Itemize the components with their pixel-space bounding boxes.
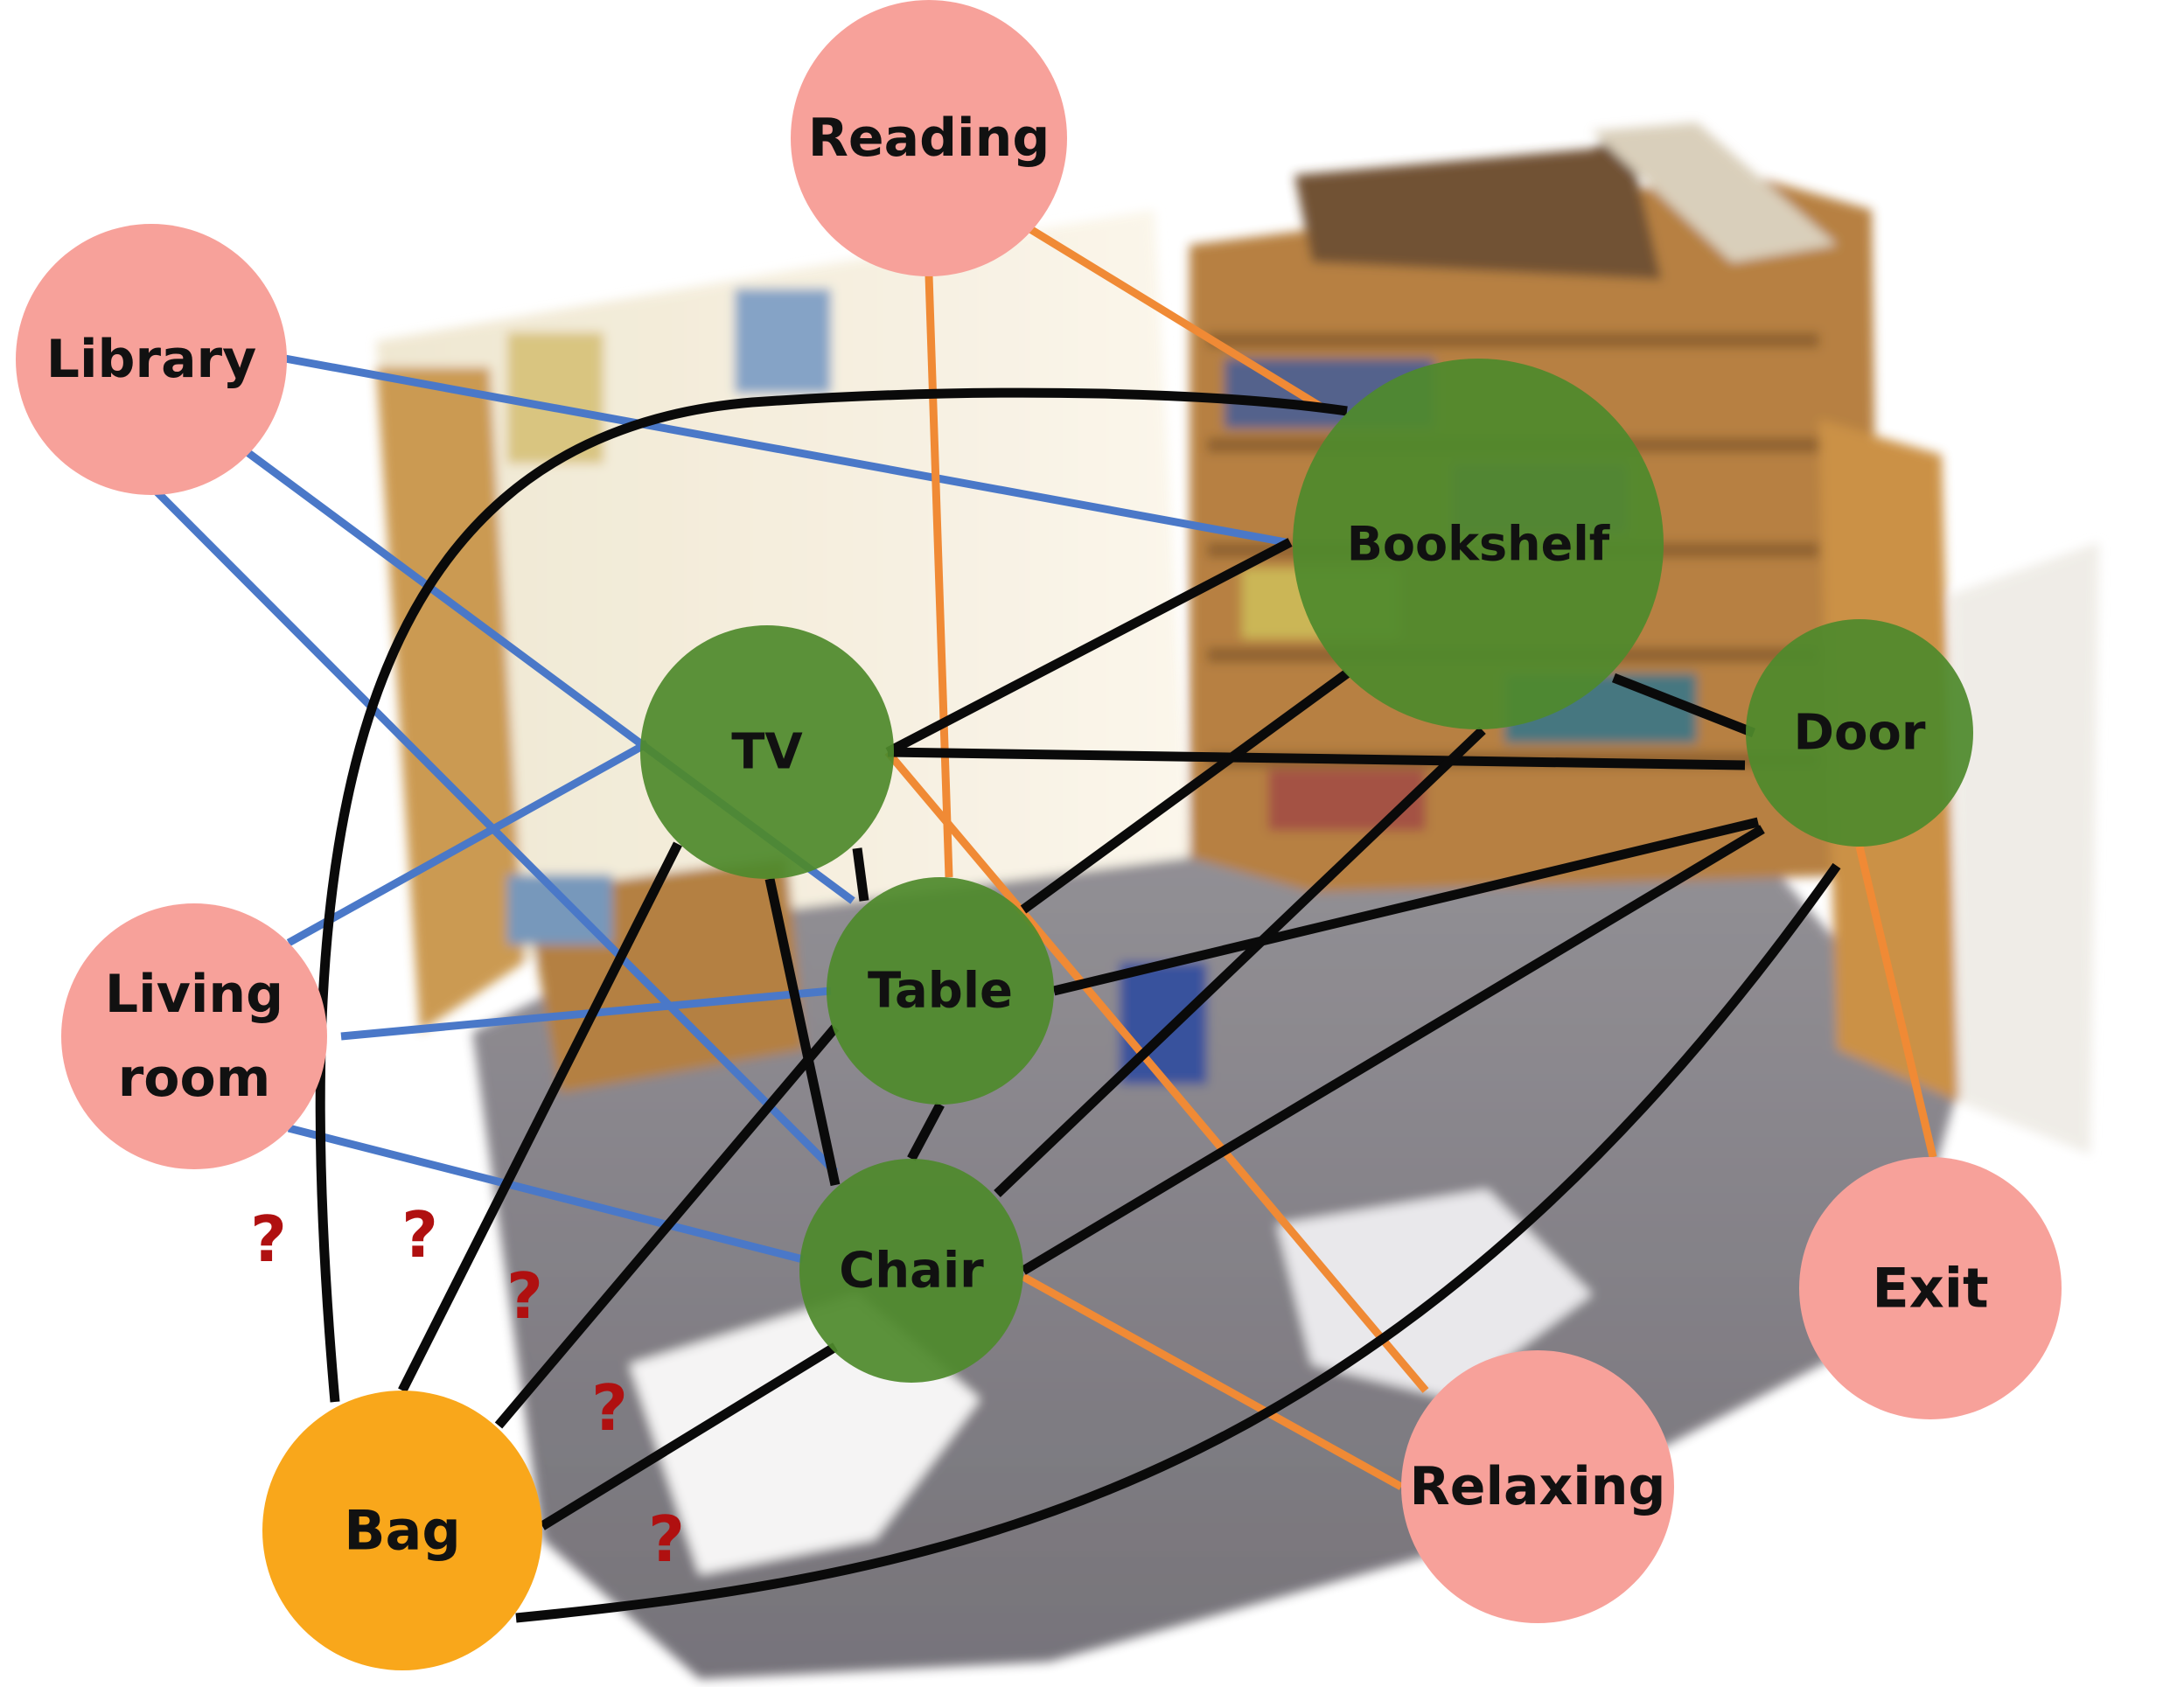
question-mark: ? (506, 1259, 543, 1333)
edge-living-table (340, 986, 832, 1041)
edge-bookshelf-chair (994, 727, 1486, 1197)
edge-tv-chair (764, 877, 841, 1187)
node-tv: TV (640, 625, 894, 879)
edge-reading-bookshelf (1028, 226, 1323, 410)
edge-door-table (1052, 817, 1760, 996)
node-circle-table (827, 877, 1054, 1105)
edge-bookshelf-door (1611, 673, 1756, 738)
node-label-bag: Bag (344, 1499, 460, 1563)
node-circle-bookshelf (1293, 359, 1664, 729)
node-table: Table (827, 877, 1054, 1105)
edge-relaxing-tv (884, 749, 1429, 1393)
edge-living-chair (287, 1124, 805, 1264)
edge-tv-bookshelf (885, 538, 1293, 756)
question-marks-layer: ????? (250, 1198, 685, 1576)
edges-layer (147, 226, 1937, 1623)
node-circle-door (1746, 619, 1973, 847)
node-bag: Bag (262, 1391, 542, 1670)
node-circle-relaxing (1401, 1350, 1674, 1623)
edge-table-chair (907, 1102, 945, 1161)
node-label-bookshelf: Bookshelf (1347, 517, 1610, 572)
node-label-exit: Exit (1872, 1257, 1988, 1321)
node-library: Library (16, 224, 287, 495)
edge-relaxing-chair (1021, 1273, 1404, 1490)
left-shelf (376, 367, 525, 1032)
edge-bag-door (515, 862, 1841, 1623)
node-circle-bag (262, 1391, 542, 1670)
floor-patch (1277, 1189, 1592, 1399)
node-door: Door (1746, 619, 1973, 847)
question-mark: ? (648, 1502, 685, 1576)
node-circle-reading (791, 0, 1067, 276)
node-label-door: Door (1793, 705, 1925, 762)
edge-exit-door (1855, 845, 1937, 1159)
question-mark: ? (591, 1371, 628, 1445)
poster (735, 289, 831, 394)
node-label-table: Table (868, 963, 1013, 1020)
node-circle-chair (799, 1159, 1023, 1383)
node-circle-library (16, 224, 287, 495)
ceiling-edge (1294, 131, 1662, 280)
edge-library-bookshelf (284, 354, 1287, 547)
ceiling-edge (1592, 122, 1837, 262)
right-wall (1950, 542, 2099, 1154)
edge-reading-table (925, 275, 953, 878)
edge-bag-bookshelf (315, 387, 1348, 1403)
node-label-reading: Reading (808, 108, 1050, 169)
node-bookshelf: Bookshelf (1293, 359, 1664, 729)
edge-door-chair (1021, 825, 1765, 1275)
node-label-relaxing: Relaxing (1410, 1456, 1666, 1517)
edge-bag-table (494, 1024, 840, 1429)
node-circle-exit (1799, 1157, 2062, 1419)
node-circle-tv (640, 625, 894, 879)
node-relaxing: Relaxing (1401, 1350, 1674, 1623)
edge-bag-tv (398, 841, 682, 1393)
node-label-tv: TV (731, 724, 803, 781)
node-chair: Chair (799, 1159, 1023, 1383)
node-reading: Reading (791, 0, 1067, 276)
question-mark: ? (250, 1203, 287, 1276)
node-exit: Exit (1799, 1157, 2062, 1419)
node-label-chair: Chair (839, 1243, 984, 1300)
edge-tv-door (887, 747, 1746, 770)
node-circle-living (61, 903, 327, 1169)
edge-bookshelf-table (1020, 669, 1350, 914)
edge-bag-chair (540, 1342, 838, 1530)
edge-tv-table (852, 847, 869, 902)
question-mark: ? (401, 1198, 438, 1272)
edge-living-tv (286, 740, 650, 946)
node-label-library: Library (46, 329, 257, 390)
